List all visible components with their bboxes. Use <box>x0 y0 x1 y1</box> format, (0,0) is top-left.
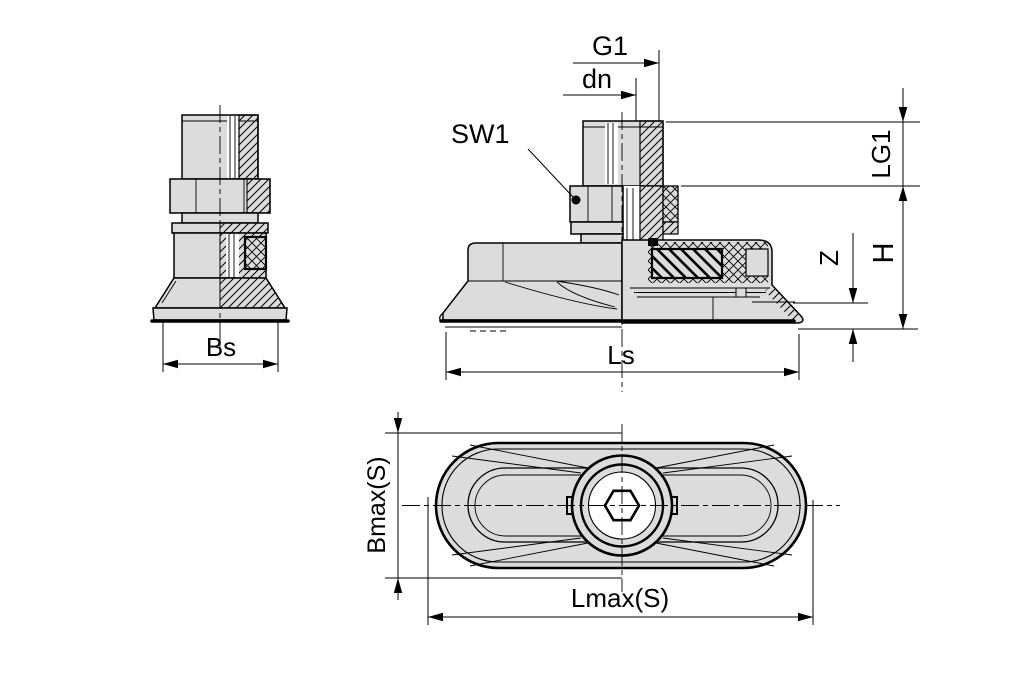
leader-dot <box>571 195 581 205</box>
rib-line <box>504 281 618 310</box>
arrow-down <box>898 107 908 122</box>
arrow-left <box>163 359 178 369</box>
dimension-label-dn: dn <box>582 64 612 94</box>
arrow-right <box>263 359 278 369</box>
dimension-label-bmax: Bmax(S) <box>363 456 391 553</box>
leader-line <box>527 148 574 198</box>
skirt-section-hatch <box>765 285 801 322</box>
arrow-down <box>393 418 403 433</box>
callout-sw1: SW1 <box>451 119 581 205</box>
dimension-label-bs: Bs <box>206 332 236 362</box>
dimension-label-ls: Ls <box>607 340 634 370</box>
dimension-label-lg1: LG1 <box>866 129 896 178</box>
arrow-right <box>798 612 813 622</box>
arrow-up <box>393 578 403 593</box>
callout-label-sw1: SW1 <box>451 119 510 149</box>
cup-plate-left <box>442 242 623 321</box>
fitting-section-hatch <box>238 114 259 180</box>
arrow-right <box>621 90 636 100</box>
web-ribs <box>451 444 793 567</box>
arrow-left <box>428 612 443 622</box>
dimension-lmax: Lmax(S) <box>427 497 814 625</box>
dimension-bmax: Bmax(S) <box>363 412 622 600</box>
dimension-label-lmax: Lmax(S) <box>571 583 669 613</box>
plan-view <box>402 424 840 592</box>
dimension-bs: Bs <box>162 322 279 372</box>
arrow-right <box>784 367 799 377</box>
rib-line <box>556 281 616 308</box>
side-view-small <box>150 105 290 348</box>
dimension-label-z: Z <box>814 250 844 266</box>
arrow-right <box>644 58 659 68</box>
seal-corner <box>648 238 658 246</box>
arrow-down <box>898 314 908 329</box>
arrow-left <box>446 367 461 377</box>
dimension-label-h: H <box>868 243 900 264</box>
clamp-window <box>745 248 769 277</box>
rib-line <box>555 280 620 296</box>
arrow-up <box>898 186 908 201</box>
dimension-label-g1: G1 <box>592 31 628 61</box>
washer-main <box>570 221 624 235</box>
hex-nut-sw1 <box>569 185 624 223</box>
dimension-g1: G1 <box>573 31 660 121</box>
arrow-down <box>848 288 858 303</box>
dimension-lg1-h-z: LG1 H Z <box>666 88 920 362</box>
collar-main <box>580 233 624 244</box>
arrow-up <box>848 329 858 344</box>
side-view-main <box>439 112 804 392</box>
dimension-ls: Ls <box>445 332 800 380</box>
dimension-dn: dn <box>563 64 637 121</box>
